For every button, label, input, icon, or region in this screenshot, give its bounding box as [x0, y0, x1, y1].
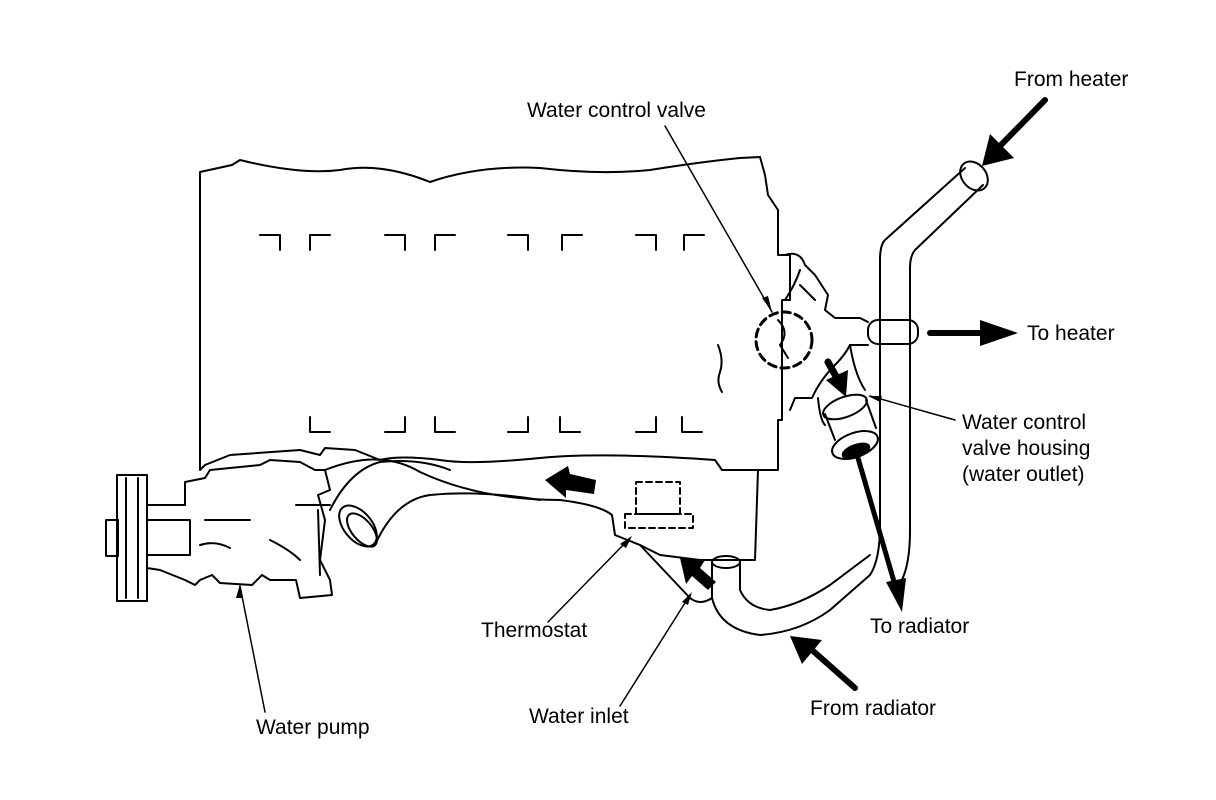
label-from-radiator: From radiator	[810, 697, 937, 720]
bolt-marks-top	[259, 234, 705, 251]
label-valve-housing-line2: valve housing	[962, 437, 1091, 460]
water-pump	[105, 459, 333, 602]
label-water-inlet: Water inlet	[529, 705, 629, 728]
bolt-marks-bottom	[309, 416, 703, 433]
heater-pipe	[867, 160, 989, 591]
pump-hose	[329, 460, 541, 548]
label-valve-housing-line1: Water control	[962, 411, 1087, 434]
label-valve-housing-line3: (water outlet)	[962, 463, 1085, 486]
lower-housing	[324, 458, 759, 603]
label-thermostat: Thermostat	[481, 619, 588, 642]
engine-block	[199, 156, 791, 471]
label-water-control-valve: Water control valve	[527, 99, 706, 122]
label-from-heater: From heater	[1014, 68, 1129, 91]
valve-housing	[784, 252, 879, 460]
label-to-heater: To heater	[1027, 322, 1115, 345]
thermostat	[624, 481, 694, 529]
radiator-hose	[711, 554, 871, 636]
label-to-radiator: To radiator	[870, 615, 970, 638]
water-control-valve-marker	[754, 310, 814, 370]
flow-arrows	[545, 97, 1048, 691]
label-water-pump: Water pump	[256, 716, 370, 739]
leader-lines	[236, 125, 956, 713]
